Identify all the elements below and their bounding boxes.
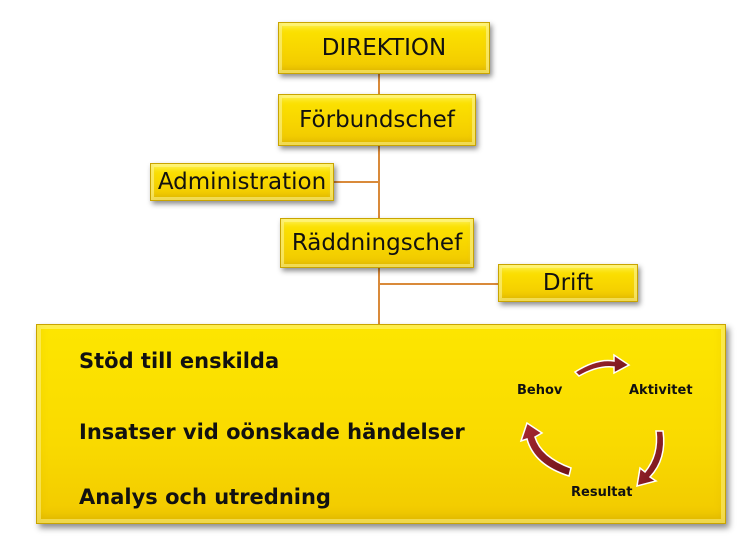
service-item-stod: Stöd till enskilda (79, 349, 280, 373)
org-label-raddningschef: Räddningschef (291, 230, 463, 256)
org-box-drift: Drift (498, 264, 638, 302)
org-box-forbundschef: Förbundschef (278, 94, 476, 146)
cycle-arrow-aktivitet-resultat (636, 430, 665, 488)
org-label-direktion: DIREKTION (321, 35, 447, 61)
cycle-arrow-resultat-behov (519, 421, 572, 477)
org-box-raddningschef: Räddningschef (280, 218, 474, 268)
cycle-label-resultat: Resultat (571, 485, 633, 500)
org-label-drift: Drift (542, 270, 594, 296)
cycle-arrow-behov-aktivitet (573, 353, 631, 377)
cycle-diagram (519, 353, 665, 488)
org-label-forbundschef: Förbundschef (299, 107, 455, 133)
org-box-administration: Administration (150, 163, 334, 201)
cycle-label-aktivitet: Aktivitet (629, 383, 693, 398)
services-panel: Stöd till enskilda Insatser vid oönskade… (36, 324, 726, 524)
cycle-label-behov: Behov (517, 383, 563, 398)
org-label-administration: Administration (157, 169, 327, 195)
org-box-direktion: DIREKTION (278, 22, 490, 74)
service-item-analys: Analys och utredning (79, 485, 331, 509)
service-item-insatser: Insatser vid oönskade händelser (79, 420, 465, 444)
